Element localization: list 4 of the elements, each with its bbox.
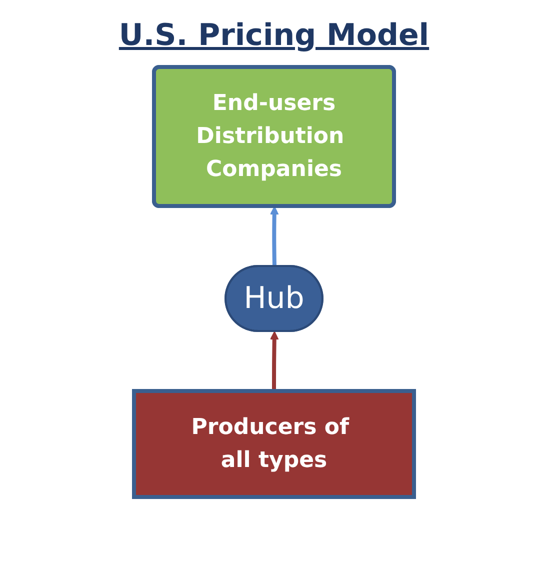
diagram-title: U.S. Pricing Model (118, 18, 430, 53)
arrow (270, 206, 279, 267)
node-box: Producers of all types (132, 389, 416, 499)
arrow (270, 331, 279, 391)
